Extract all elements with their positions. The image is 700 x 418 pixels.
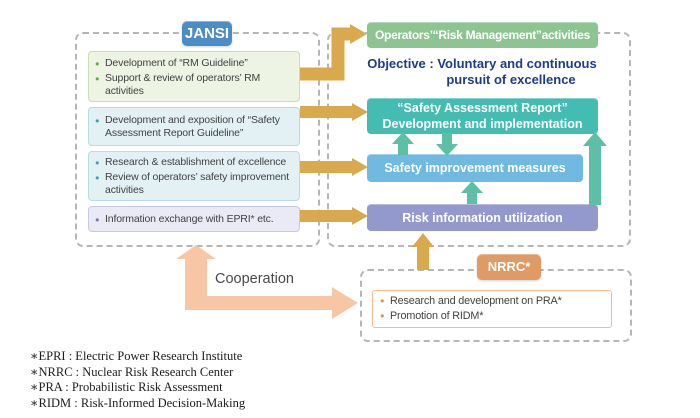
- bullet-icon: ●: [95, 73, 100, 83]
- nrrc-title: NRRC*: [477, 254, 541, 280]
- risk-information-utilization-box: Risk information utilization: [367, 204, 598, 231]
- footnote-line: ∗EPRI : Electric Power Research Institut…: [30, 349, 243, 363]
- operators-box-label: Operators’“Risk Management”activities: [375, 28, 590, 42]
- list-item-text: Development and exposition of “Safety As…: [105, 114, 280, 139]
- list-item: ● Research and development on PRA*: [380, 294, 611, 309]
- list-item-text: Research and development on PRA*: [390, 295, 562, 307]
- jansi-box-sar-guideline: ● Development and exposition of “Safety …: [88, 107, 300, 146]
- list-item-text: Research & establishment of excellence: [105, 156, 287, 168]
- objective-line2: pursuit of excellence: [446, 72, 576, 87]
- list-item: ● Development of “RM Guideline”: [95, 57, 295, 70]
- bullet-icon: ●: [95, 116, 100, 125]
- sim-box-label: Safety improvement measures: [384, 161, 566, 175]
- jansi-box-rm-guideline: ● Development of “RM Guideline” ● Suppor…: [88, 51, 300, 102]
- jansi-title: JANSI: [182, 21, 232, 46]
- nrrc-activities-box: ● Research and development on PRA* ● Pro…: [372, 290, 612, 328]
- footnote-line: ∗RIDM : Risk-Informed Decision-Making: [30, 395, 246, 410]
- list-item-text: Development of “RM Guideline”: [105, 56, 248, 69]
- sar-box-line2: Development and implementation: [382, 117, 583, 131]
- list-item-text: Information exchange with EPRI* etc.: [105, 213, 274, 225]
- objective-text: Objective : Voluntary and continuous pur…: [362, 56, 602, 88]
- bullet-icon: ●: [95, 58, 100, 68]
- list-item: ● Promotion of RIDM*: [380, 309, 611, 324]
- list-item: ● Development and exposition of “Safety …: [95, 114, 295, 140]
- sar-box-line1: “Safety Assessment Report”: [397, 101, 568, 115]
- bullet-icon: ●: [95, 215, 100, 224]
- operators-risk-management-box: Operators’“Risk Management”activities: [367, 22, 598, 48]
- list-item: ● Support & review of operators’ RM acti…: [95, 72, 295, 98]
- list-item-text: Support & review of operators’ RM activi…: [105, 71, 261, 97]
- list-item: ● Review of operators’ safety improvemen…: [95, 171, 295, 197]
- riu-box-label: Risk information utilization: [402, 210, 563, 225]
- cooperation-label: Cooperation: [215, 271, 294, 287]
- list-item: ● Information exchange with EPRI* etc.: [95, 213, 295, 226]
- list-item-text: Review of operators’ safety improvement …: [105, 171, 290, 196]
- jansi-box-research-review: ● Research & establishment of excellence…: [88, 151, 300, 201]
- footnotes: ∗EPRI : Electric Power Research Institut…: [30, 349, 245, 411]
- safety-assessment-report-box: “Safety Assessment Report” Development a…: [367, 98, 598, 134]
- jansi-box-information-exchange: ● Information exchange with EPRI* etc.: [88, 206, 300, 232]
- list-item: ● Research & establishment of excellence: [95, 156, 295, 169]
- footnote-line: ∗PRA : Probabilistic Risk Assessment: [30, 380, 223, 394]
- bullet-icon: ●: [95, 158, 100, 167]
- objective-line1: Objective : Voluntary and continuous: [367, 56, 597, 71]
- list-item-text: Promotion of RIDM*: [390, 310, 484, 322]
- bullet-icon: ●: [380, 296, 385, 305]
- bullet-icon: ●: [95, 173, 100, 182]
- footnote-line: ∗NRRC : Nuclear Risk Research Center: [30, 364, 234, 379]
- safety-improvement-measures-box: Safety improvement measures: [367, 154, 583, 182]
- bullet-icon: ●: [380, 311, 385, 320]
